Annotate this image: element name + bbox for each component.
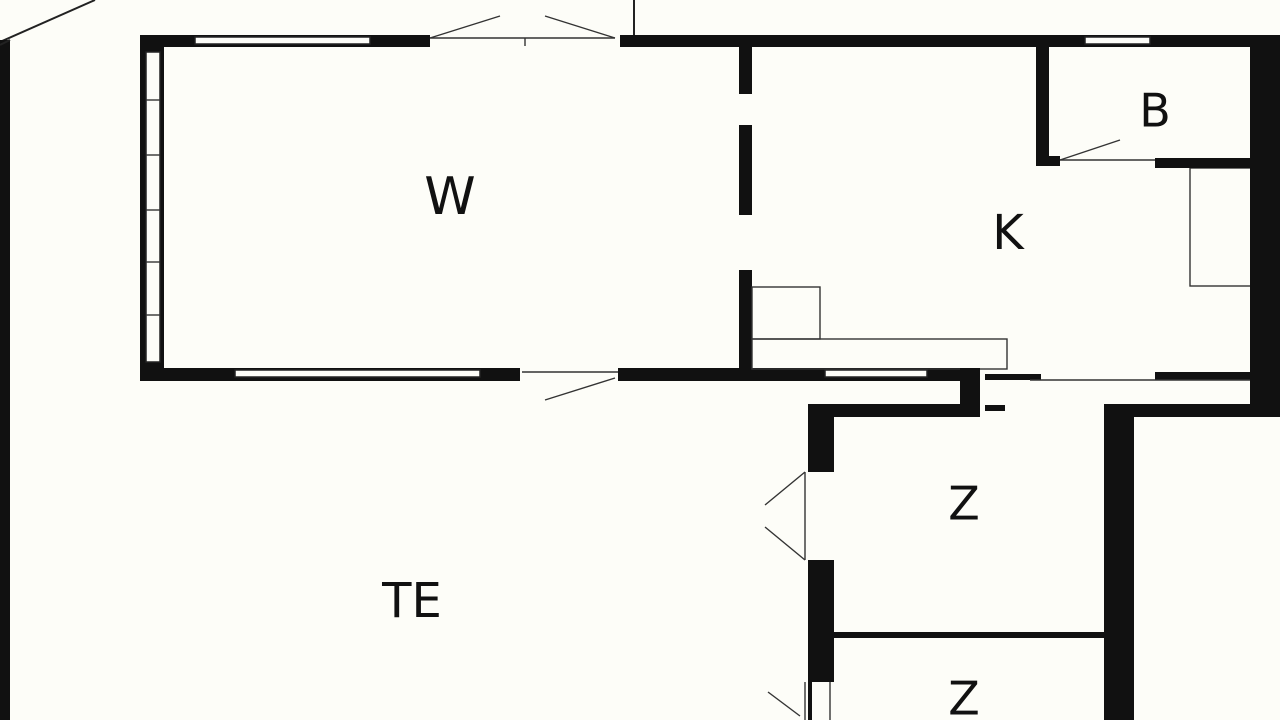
- window-top-w: [194, 36, 371, 45]
- door-leaf-z1-top: [764, 471, 806, 506]
- living-room-walls: [140, 15, 1260, 401]
- kitchen-cabinet: [751, 286, 821, 340]
- room-label-b: B: [1139, 84, 1171, 138]
- window-left-w: [145, 51, 161, 363]
- terrace-outline: [0, 0, 635, 720]
- door-leaf-z1-bottom: [764, 526, 806, 561]
- room-label-z1: Z: [948, 477, 980, 531]
- door-leaf-top-right: [544, 15, 616, 39]
- door-leaf-top-left: [429, 15, 501, 39]
- bedroom-walls: [764, 404, 1280, 720]
- door-leaf-w-terrace: [544, 377, 616, 401]
- window-bottom-w: [234, 369, 481, 378]
- room-label-te: TE: [381, 573, 442, 629]
- kitchen-fixtures: [751, 35, 1280, 414]
- kitchen-unit-right: [1189, 167, 1253, 287]
- room-label-z2: Z: [948, 672, 980, 720]
- room-label-k: K: [992, 205, 1025, 261]
- door-leaf-z2: [767, 691, 801, 717]
- door-leaf-bathroom: [1059, 139, 1121, 161]
- bathroom-walls: [1036, 40, 1255, 168]
- room-label-w: W: [424, 167, 475, 227]
- kitchen-counter: [751, 338, 1008, 370]
- room-labels: W K B TE Z Z: [381, 84, 1171, 720]
